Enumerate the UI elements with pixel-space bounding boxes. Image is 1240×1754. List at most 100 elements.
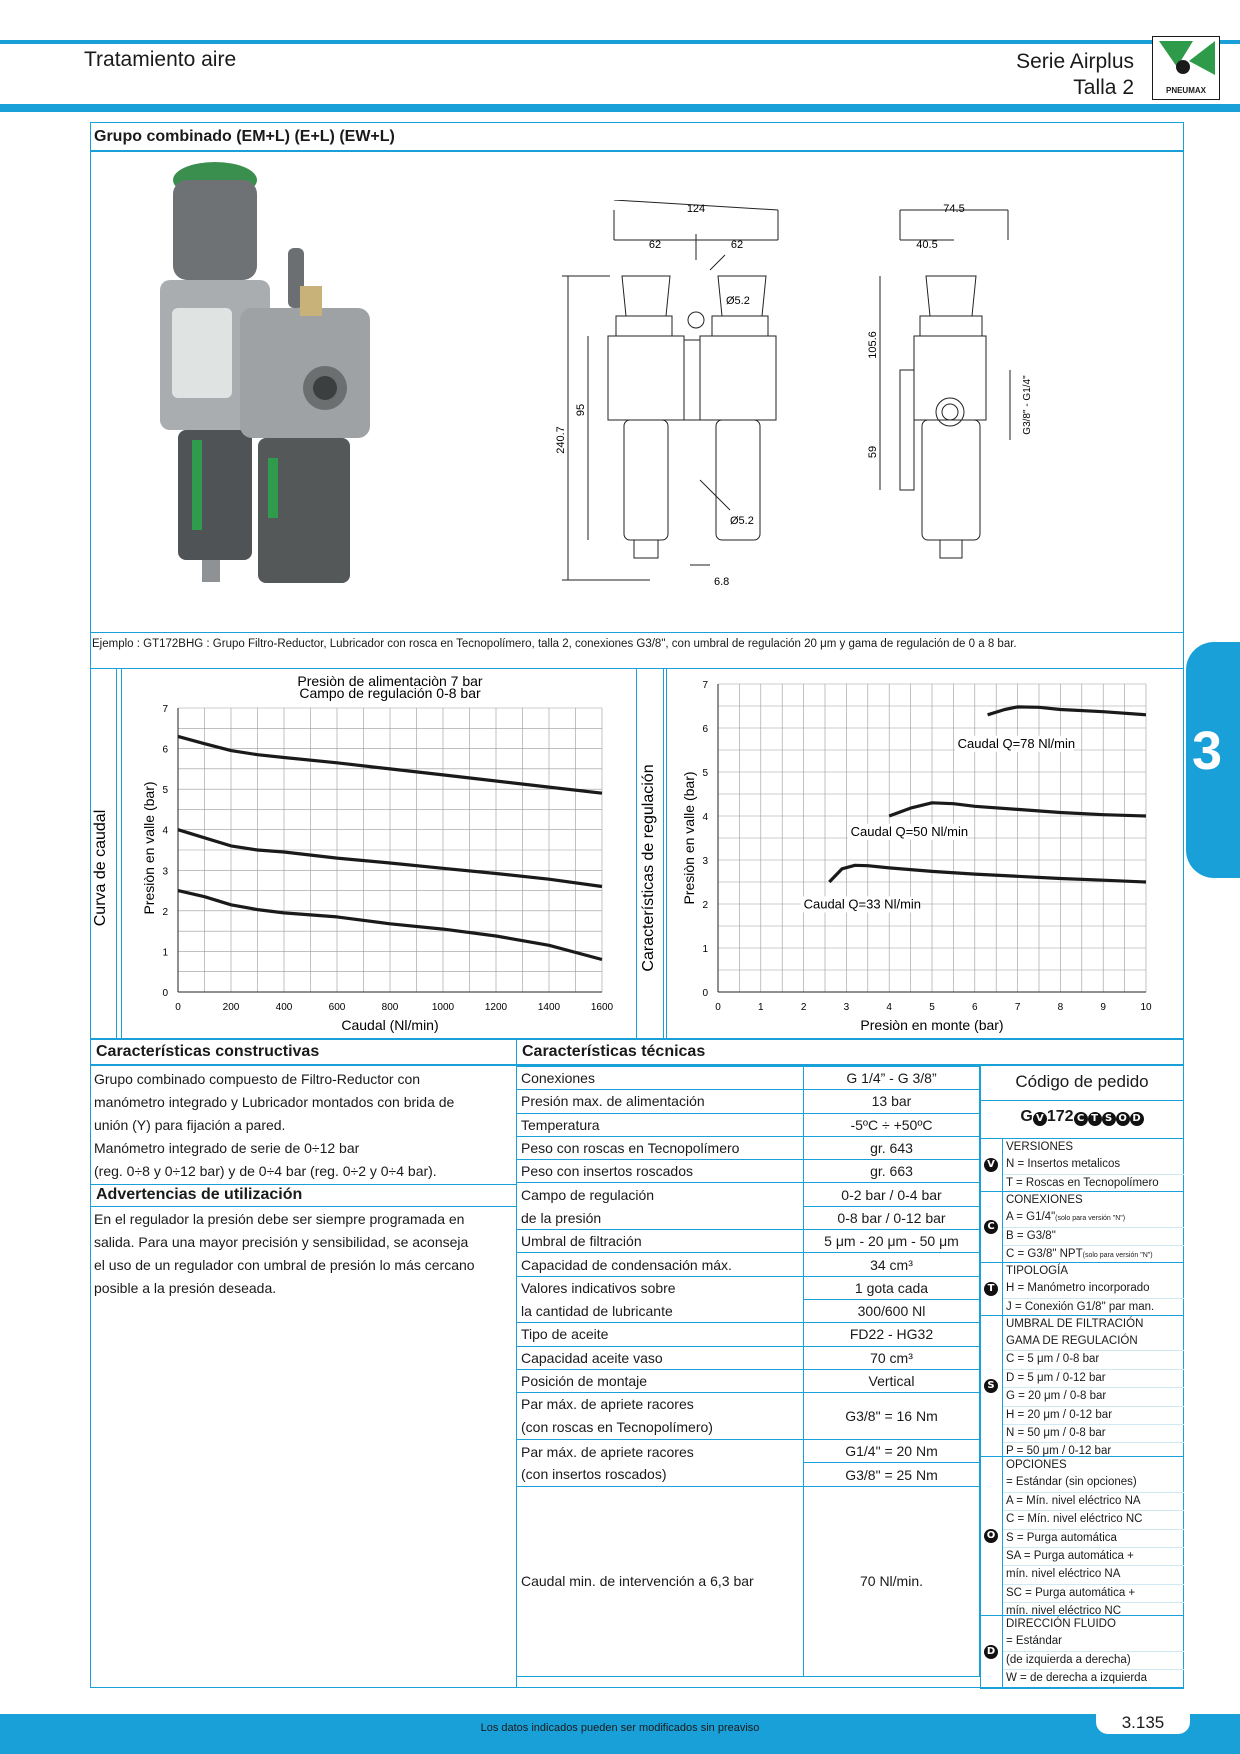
tech-label: la cantidad de lubricante (516, 1299, 804, 1324)
y-tick-label: 0 (162, 988, 168, 999)
footer-bar (0, 1714, 1240, 1754)
chart-subtitle: Campo de regulación 0-8 bar (299, 685, 481, 701)
x-tick-label: 5 (929, 1002, 935, 1013)
dim-40-5: 40.5 (916, 239, 937, 251)
series-line-1 (177, 734, 603, 795)
dim-62-left: 62 (649, 239, 661, 251)
x-tick-label: 9 (1100, 1002, 1106, 1013)
pneumax-logo: PNEUMAX (1152, 36, 1220, 100)
order-group-versions: V VERSIONES N = Insertos metalicos T = Rosc… (980, 1139, 1184, 1192)
logo-text: PNEUMAX (1166, 86, 1207, 95)
order-option-text: T = Roscas en Tecnopolímero (1006, 1176, 1159, 1189)
tech-value: 70 cm³ (803, 1345, 980, 1370)
tech-value: G3/8" = 25 Nm (803, 1462, 980, 1487)
warn-line: posible a la presión deseada. (94, 1280, 277, 1296)
order-option-line: A = Mín. nivel eléctrico NA (1003, 1493, 1184, 1512)
order-option-line: N = 50 μm / 0-8 bar (1003, 1425, 1184, 1444)
dim-59: 59 (867, 446, 879, 458)
page-number-tab (1096, 1712, 1190, 1734)
tech-label: Caudal min. de intervención a 6,3 bar (516, 1485, 804, 1677)
series-line-2 (177, 828, 603, 889)
order-option-text: N = Insertos metalicos (1006, 1158, 1121, 1171)
code-s-bullet: S (1101, 1112, 1116, 1126)
warn-title: Advertencias de utilización (96, 1186, 303, 1203)
tech-value: G3/8" = 16 Nm (803, 1392, 980, 1441)
constructive-line: Manómetro integrado de serie de 0÷12 bar (94, 1140, 360, 1156)
order-option-line: H = Manómetro incorporado (1003, 1280, 1184, 1299)
order-option-line: S = Purga automática (1003, 1530, 1184, 1548)
group-title-top (90, 122, 1184, 123)
order-option-line: (de izquierda a derecha) (1003, 1652, 1184, 1671)
series-label: Caudal Q=33 Nl/min (804, 896, 921, 911)
order-option-text: G = 20 μm / 0-8 bar (1006, 1390, 1107, 1403)
order-option-text: (de izquierda a derecha) (1006, 1653, 1131, 1666)
order-option-note: (solo para versión "N") (1082, 1252, 1153, 1260)
y-tick-label: 7 (702, 680, 708, 691)
order-option-text: J = Conexión G1/8" par man. (1006, 1300, 1155, 1313)
tech-row: Capacidad de condensación máx.34 cm³ (516, 1252, 980, 1277)
order-bullet: V (984, 1158, 998, 1172)
order-option-text: D = 5 μm / 0-12 bar (1006, 1371, 1106, 1384)
dim-95: 95 (575, 404, 587, 416)
constructive-text: Grupo combinado compuesto de Filtro-Redu… (94, 1068, 514, 1183)
tech-label: Peso con roscas en Tecnopolímero (516, 1135, 804, 1161)
tech-label: Posición de montaje (516, 1368, 804, 1394)
code-t-bullet: T (1087, 1112, 1102, 1126)
header-top-line (0, 40, 1240, 44)
order-option-text: A = G1/4" (1006, 1211, 1056, 1224)
order-option-line: VERSIONES (1003, 1139, 1184, 1156)
tech-value: 1 gota cada (803, 1275, 980, 1300)
order-option-text: B = G3/8" (1006, 1229, 1056, 1242)
warn-top-line (90, 1184, 516, 1185)
constructive-line: Grupo combinado compuesto de Filtro-Redu… (94, 1071, 421, 1087)
tech-label: Capacidad aceite vaso (516, 1345, 804, 1370)
example-top-line (90, 632, 1184, 633)
tech-value: 34 cm³ (803, 1252, 980, 1277)
order-groups: V VERSIONES N = Insertos metalicos T = Rosc… (980, 1139, 1184, 1689)
series-line-2 (888, 801, 1147, 818)
x-tick-label: 0 (175, 1002, 181, 1013)
y-tick-label: 3 (162, 866, 168, 877)
group-title-bottom (90, 150, 1184, 152)
order-title-line (980, 1100, 1184, 1101)
chart1-side-divider (116, 668, 122, 1038)
series-line-3 (177, 889, 603, 962)
chart-title: Presiòn de alimentaciòn 7 bar (297, 673, 483, 689)
order-option-line: GAMA DE REGULACIÓN (1003, 1333, 1184, 1352)
constructive-title: Características constructivas (96, 1043, 320, 1060)
tech-label: de la presión (516, 1206, 804, 1231)
tech-label: Capacidad de condensación máx. (516, 1252, 804, 1277)
order-option-line: SA = Purga automática + (1003, 1548, 1184, 1567)
series-label-bg (954, 735, 1074, 752)
order-bullet: C (984, 1220, 998, 1234)
dim-74-5: 74.5 (943, 203, 964, 215)
tech-value: 300/600 Nl (803, 1298, 980, 1324)
order-option-text: mín. nivel eléctrico NC (1006, 1605, 1122, 1618)
tech-label: Par máx. de apriete racores(con roscas e… (516, 1392, 804, 1441)
x-tick-label: 600 (329, 1002, 346, 1013)
x-tick-label: 3 (844, 1002, 850, 1013)
tech-value: 0-8 bar / 0-12 bar (803, 1205, 980, 1231)
dim-240: 240.7 (555, 426, 567, 454)
tech-label: Campo de regulación (516, 1182, 804, 1207)
code-d-bullet: D (1129, 1112, 1144, 1126)
x-axis-label: Caudal (Nl/min) (341, 1017, 438, 1033)
y-tick-label: 6 (702, 724, 708, 735)
x-tick-label: 1000 (432, 1002, 455, 1013)
x-tick-label: 2 (801, 1002, 807, 1013)
warn-line: En el regulador la presión debe ser siem… (94, 1211, 465, 1227)
order-option-line: C = G3/8" NPT(solo para versión "N") (1003, 1246, 1184, 1263)
tech-value: Vertical (803, 1368, 980, 1394)
tech-label: Conexiones (516, 1065, 804, 1091)
tech-value: 70 Nl/min. (803, 1485, 980, 1677)
